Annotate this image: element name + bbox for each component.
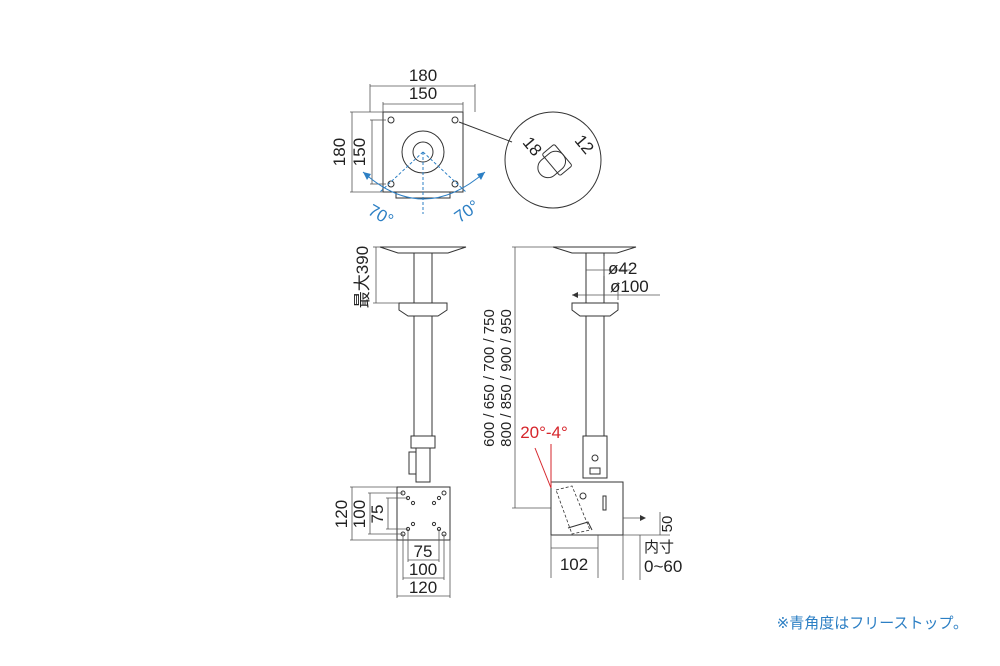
dim-102: 102	[560, 555, 588, 574]
tilt-neck	[415, 447, 431, 483]
tilt-line	[534, 447, 552, 489]
slot-detail-circle	[504, 111, 602, 209]
front-view: 最大390 120 100 75 75 100 120	[332, 246, 467, 598]
inner-dimension-range: 0~60	[644, 557, 682, 576]
angle-left-label: 70°	[365, 201, 397, 230]
pipe-diameter: ø42	[608, 259, 637, 278]
angle-right-label: 70°	[451, 196, 483, 226]
ceiling-flange	[379, 246, 467, 254]
side-tilt-unit	[582, 435, 608, 479]
tilt-angle-label: 20°-4°	[520, 423, 568, 442]
lower-pipe	[413, 315, 433, 437]
max-390-label: 最大390	[353, 246, 372, 308]
detail-leader	[458, 121, 513, 143]
flange-diameter: ø100	[610, 277, 649, 296]
vesa-100-height: 100	[350, 500, 369, 528]
plate-hole	[451, 116, 459, 124]
tilt-knob	[408, 451, 417, 475]
inner-dimension-label: 内寸	[644, 539, 674, 556]
vesa-plate	[396, 486, 451, 541]
pipe-joint	[410, 435, 436, 449]
side-view: 600 / 650 / 700 / 750 800 / 850 / 900 / …	[481, 246, 682, 580]
swivel-arc	[362, 171, 486, 200]
side-bracket	[550, 481, 624, 536]
tilt-ghost	[555, 485, 591, 535]
top-view: 180 150 180 150 70° 70° 18 12	[330, 66, 602, 230]
side-ceiling-flange	[552, 246, 637, 254]
dim-180-height: 180	[330, 138, 349, 166]
upper-pipe	[413, 252, 433, 304]
vesa-75-height: 75	[368, 505, 387, 524]
vesa-hole	[441, 490, 447, 496]
vesa-120-width: 120	[409, 578, 437, 597]
dim-150-width: 150	[409, 84, 437, 103]
dim-180-width: 180	[409, 66, 437, 85]
vesa-75-width: 75	[414, 542, 433, 561]
pole-lengths-line2: 800 / 850 / 900 / 950	[498, 309, 515, 447]
dim-50: 50	[659, 516, 676, 533]
side-upper-pipe	[585, 252, 605, 304]
vesa-100-width: 100	[409, 560, 437, 579]
pole-lengths-line1: 600 / 650 / 700 / 750	[481, 309, 498, 447]
pipe-collar	[398, 302, 448, 317]
vesa-120-height: 120	[332, 500, 351, 528]
plate-hole	[387, 116, 395, 124]
slot-shape	[537, 144, 572, 179]
side-lower-pipe	[585, 315, 605, 437]
dim-150-height: 150	[350, 138, 369, 166]
side-collar	[571, 302, 619, 317]
free-stop-note: ※青角度はフリーストップ。	[777, 614, 968, 632]
slot-dim-18: 18	[519, 133, 546, 160]
